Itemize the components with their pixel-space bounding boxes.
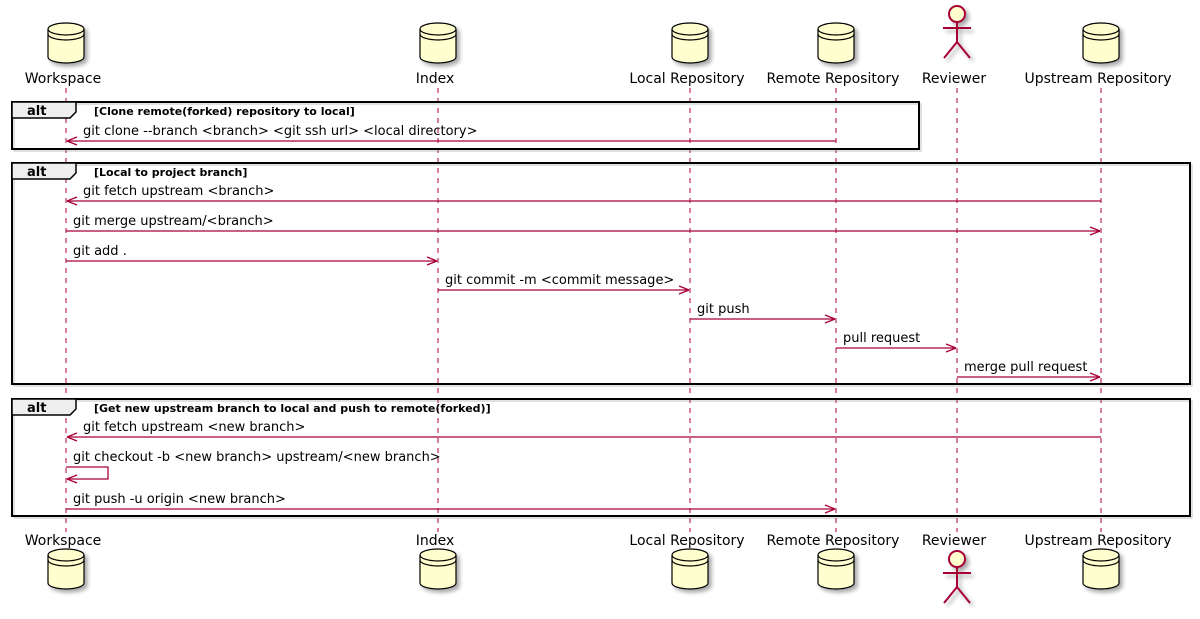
alt-frame — [11, 101, 920, 150]
alt-label: alt — [27, 401, 46, 416]
alt-label: alt — [27, 165, 46, 180]
message-arrow — [66, 432, 1101, 442]
database-icon — [47, 548, 85, 590]
message-label: merge pull request — [964, 360, 1087, 375]
participant-name-top: Index — [416, 71, 455, 87]
message-label: git merge upstream/<branch> — [73, 214, 274, 229]
participant-name-bottom: Workspace — [25, 533, 102, 549]
actor-icon — [943, 550, 971, 604]
database-icon — [1082, 22, 1120, 64]
participant-name-bottom: Remote Repository — [767, 533, 900, 549]
database-icon — [419, 22, 457, 64]
alt-tag — [11, 101, 77, 119]
message-label: git fetch upstream <new branch> — [83, 420, 305, 435]
alt-label: alt — [27, 104, 46, 119]
participant-name-bottom: Upstream Repository — [1024, 533, 1171, 549]
alt-condition: [Local to project branch] — [94, 166, 247, 179]
message-arrow — [66, 136, 836, 146]
actor-icon — [943, 5, 971, 59]
message-label: pull request — [843, 331, 920, 346]
alt-condition: [Get new upstream branch to local and pu… — [94, 402, 491, 415]
participant-name-bottom: Index — [416, 533, 455, 549]
database-icon — [671, 22, 709, 64]
message-arrow — [66, 504, 836, 514]
alt-fragment — [11, 162, 1193, 387]
participant-name-top: Remote Repository — [767, 71, 900, 87]
message-label: git push -u origin <new branch> — [73, 492, 286, 507]
database-icon — [1082, 548, 1120, 590]
message-label: git push — [697, 302, 750, 317]
message-label: git checkout -b <new branch> upstream/<n… — [73, 450, 441, 465]
alt-frame — [11, 162, 1191, 385]
alt-tag — [11, 162, 77, 180]
database-icon — [671, 548, 709, 590]
message-arrow — [66, 256, 438, 266]
message-label: git fetch upstream <branch> — [83, 184, 274, 199]
message-label: git clone --branch <branch> <git ssh url… — [83, 124, 477, 139]
alt-frame — [11, 398, 1191, 517]
alt-fragment — [11, 398, 1193, 519]
alt-fragment — [11, 101, 922, 152]
database-icon — [419, 548, 457, 590]
message-arrow — [836, 343, 957, 353]
database-icon — [817, 548, 855, 590]
participant-name-top: Local Repository — [629, 71, 744, 87]
message-arrow — [957, 372, 1101, 382]
message-arrow — [66, 466, 109, 484]
alt-tag — [11, 398, 77, 416]
participant-name-top: Workspace — [25, 71, 102, 87]
message-arrow — [66, 196, 1101, 206]
message-arrow — [66, 226, 1101, 236]
message-label: git commit -m <commit message> — [445, 273, 674, 288]
database-icon — [817, 22, 855, 64]
participant-name-bottom: Local Repository — [629, 533, 744, 549]
message-label: git add . — [73, 244, 127, 259]
participant-name-top: Upstream Repository — [1024, 71, 1171, 87]
message-arrow — [438, 285, 690, 295]
participant-name-bottom: Reviewer — [922, 533, 987, 549]
alt-condition: [Clone remote(forked) repository to loca… — [94, 105, 355, 118]
database-icon — [47, 22, 85, 64]
message-arrow — [690, 314, 836, 324]
participant-name-top: Reviewer — [922, 71, 987, 87]
